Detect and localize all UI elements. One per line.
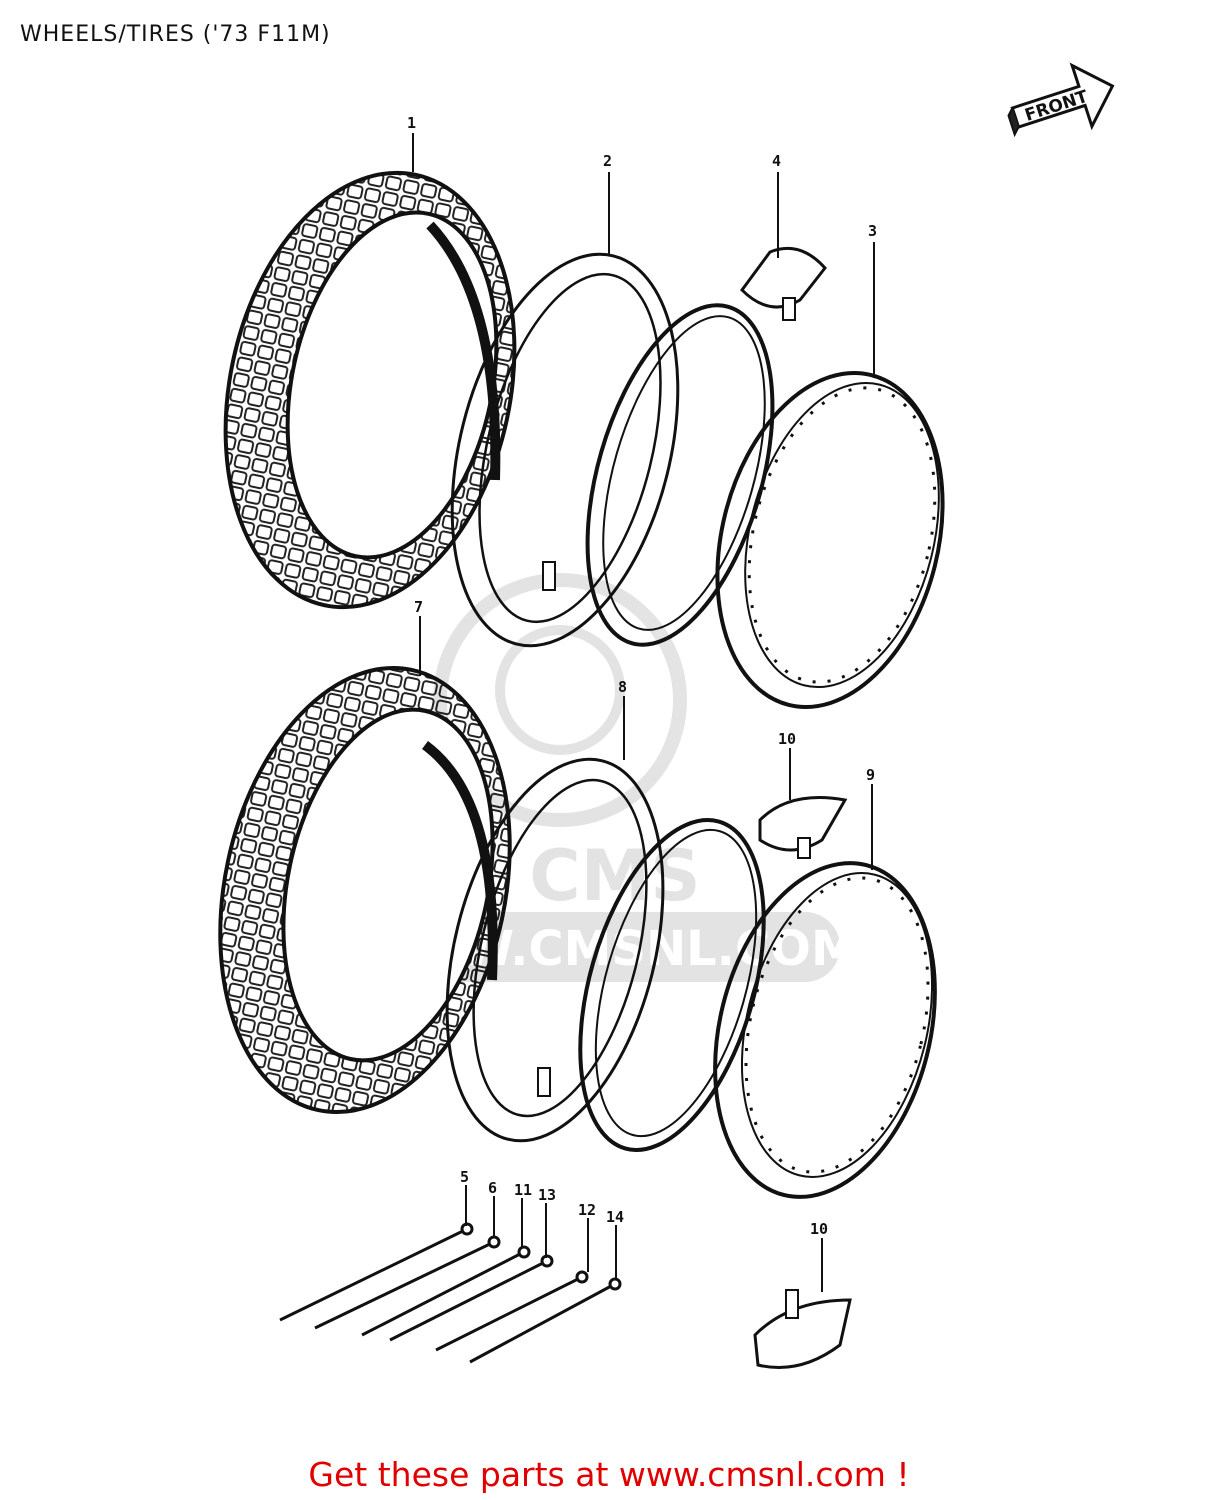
callout-6: 6 [488,1179,497,1197]
callout-4: 4 [772,152,781,170]
rim-band-rear [578,818,766,1152]
rim-rear [713,861,937,1199]
tire-rear [218,666,512,1114]
rim-band-front [585,303,775,647]
front-arrow-icon: FRONT [1007,62,1115,138]
callout-12: 12 [578,1201,596,1219]
callout-3: 3 [868,222,877,240]
page-title: WHEELS/TIRES ('73 F11M) [20,22,331,47]
rim-lock-front [740,246,827,321]
rim-lock-rear-lower [753,1289,852,1369]
callout-1: 1 [407,114,416,132]
rim-front [715,370,945,710]
callout-8: 8 [618,678,627,696]
callout-11: 11 [514,1181,532,1199]
spokes [279,1222,622,1364]
callout-10-lower: 10 [810,1220,828,1238]
callout-7: 7 [414,598,423,616]
rim-lock-rear-upper [758,796,848,859]
tire-front [223,170,517,610]
callout-9: 9 [866,766,875,784]
callout-10-upper: 10 [778,730,796,748]
inner-tube-rear [445,757,665,1143]
callout-13: 13 [538,1186,556,1204]
callout-14: 14 [606,1208,624,1226]
get-parts-link[interactable]: Get these parts at www.cmsnl.com ! [308,1455,910,1494]
callout-5: 5 [460,1168,469,1186]
leader-lines [412,133,875,1292]
inner-tube-front [450,252,680,648]
callout-2: 2 [603,152,612,170]
